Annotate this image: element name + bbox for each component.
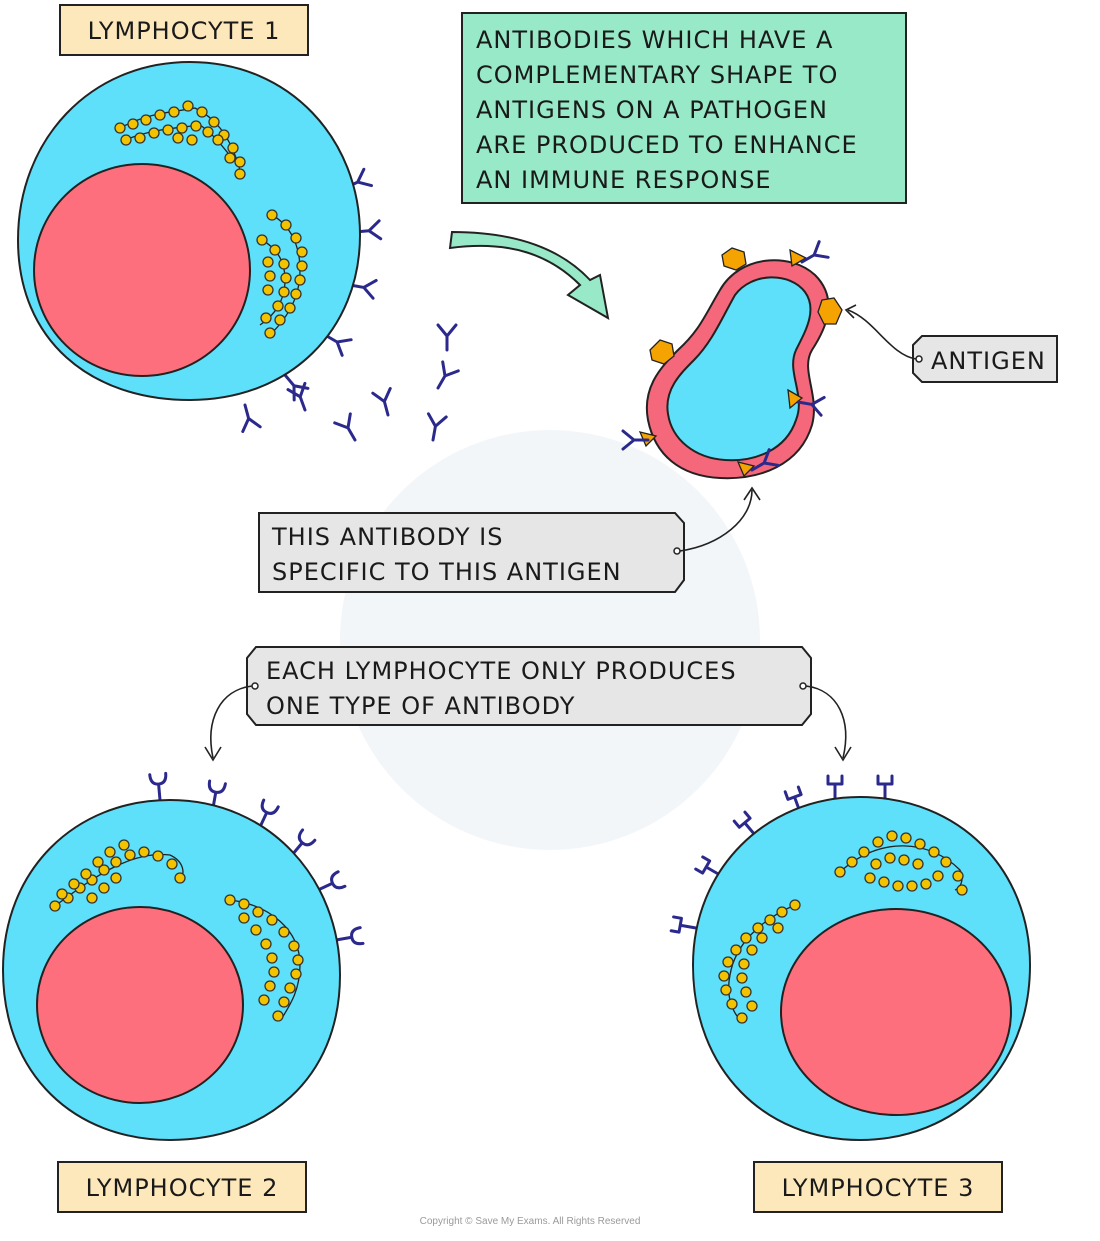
curved-arrow xyxy=(448,230,610,320)
rough-er-3b xyxy=(718,899,801,1024)
callout-each-lymphocyte: EACH LYMPHOCYTE ONLY PRODUCES ONE TYPE O… xyxy=(204,646,852,762)
lymphocyte-2 xyxy=(1,771,365,1142)
rough-er-2b xyxy=(224,894,304,1022)
label-lymphocyte-3-text: LYMPHOCYTE 3 xyxy=(782,1174,975,1202)
label-lymphocyte-3: LYMPHOCYTE 3 xyxy=(753,1161,1003,1213)
label-lymphocyte-2-text: LYMPHOCYTE 2 xyxy=(86,1174,279,1202)
watermark-logo xyxy=(340,430,760,850)
rough-er-2a xyxy=(49,839,186,912)
nucleus-1 xyxy=(33,163,251,377)
specific-line-1: THIS ANTIBODY IS xyxy=(271,523,503,551)
info-line-4: ARE PRODUCED TO ENHANCE xyxy=(476,131,858,159)
label-antigen-text: ANTIGEN xyxy=(931,347,1046,375)
nucleus-3 xyxy=(780,908,1012,1116)
each-line-2: ONE TYPE OF ANTIBODY xyxy=(266,692,575,720)
rough-er-3a xyxy=(834,830,968,896)
info-line-5: AN IMMUNE RESPONSE xyxy=(476,166,772,194)
copyright-text: Copyright © Save My Exams. All Rights Re… xyxy=(420,1216,641,1227)
specific-line-2: SPECIFIC TO THIS ANTIGEN xyxy=(272,558,622,586)
label-lymphocyte-1: LYMPHOCYTE 1 xyxy=(59,4,309,56)
rough-er-1b xyxy=(256,209,308,339)
nucleus-2 xyxy=(36,906,244,1104)
label-antigen: ANTIGEN xyxy=(844,304,1058,383)
callout-specific: THIS ANTIBODY IS SPECIFIC TO THIS ANTIGE… xyxy=(258,486,761,593)
antigens xyxy=(638,247,843,478)
lymphocyte-3 xyxy=(669,774,1032,1142)
pathogen-interior xyxy=(666,276,812,462)
info-box-antibodies: ANTIBODIES WHICH HAVE A COMPLEMENTARY SH… xyxy=(461,12,907,204)
info-line-3: ANTIGENS ON A PATHOGEN xyxy=(476,96,828,124)
label-lymphocyte-1-text: LYMPHOCYTE 1 xyxy=(88,17,281,45)
lymphocyte-1 xyxy=(16,60,383,433)
rough-er-1a xyxy=(114,100,246,180)
each-line-1: EACH LYMPHOCYTE ONLY PRODUCES xyxy=(266,657,737,685)
pathogen xyxy=(621,240,843,480)
info-line-1: ANTIBODIES WHICH HAVE A xyxy=(476,26,833,54)
label-lymphocyte-2: LYMPHOCYTE 2 xyxy=(57,1161,307,1213)
info-line-2: COMPLEMENTARY SHAPE TO xyxy=(476,61,838,89)
